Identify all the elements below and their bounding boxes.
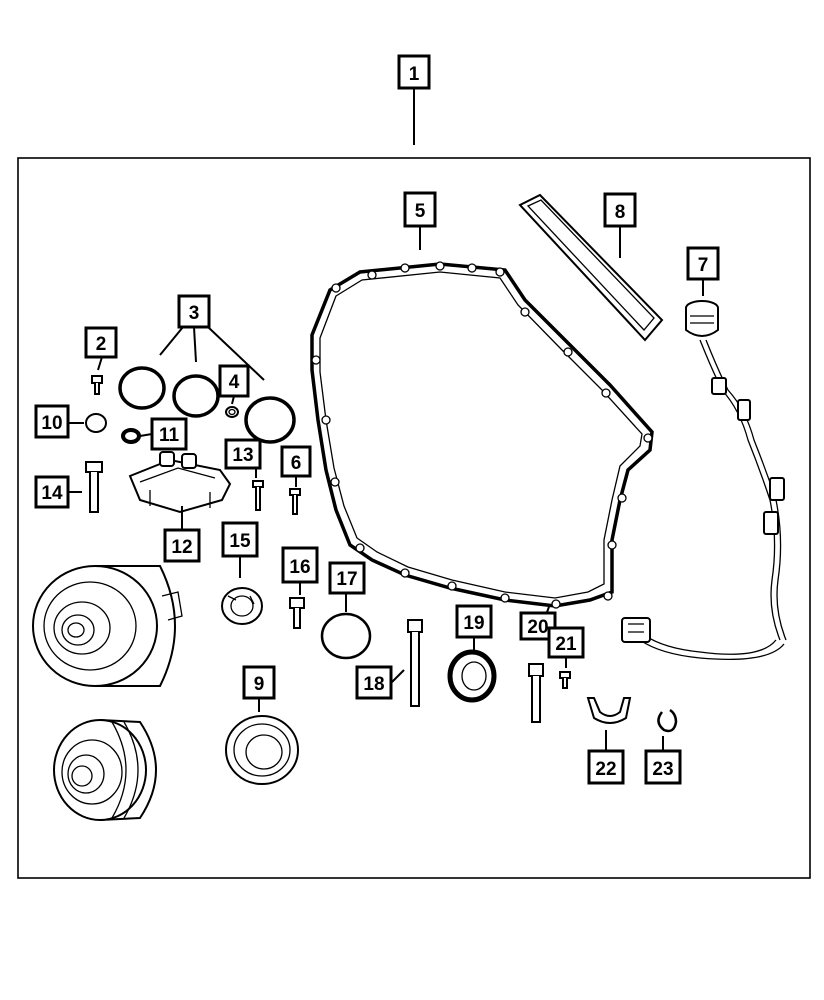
callout-21: 21 — [547, 626, 585, 659]
callout-10: 10 — [34, 404, 70, 439]
callout-9: 9 — [242, 665, 276, 700]
callout-7: 7 — [686, 246, 720, 281]
part-6-screw — [289, 488, 301, 515]
callout-23: 23 — [644, 749, 682, 785]
svg-text:9: 9 — [254, 674, 265, 695]
leader-lines — [68, 88, 704, 751]
part-3-o-rings — [118, 366, 296, 444]
svg-text:23: 23 — [652, 759, 673, 780]
part-21-screw — [559, 671, 571, 689]
svg-text:22: 22 — [595, 759, 616, 780]
callout-18: 18 — [355, 665, 393, 700]
svg-text:10: 10 — [41, 413, 62, 434]
part-7-wiring-harness — [621, 300, 787, 661]
part-9-seal — [225, 715, 299, 785]
callout-5: 5 — [403, 191, 437, 228]
callout-11: 11 — [150, 417, 188, 451]
svg-text:5: 5 — [415, 201, 426, 222]
callout-4: 4 — [218, 364, 250, 398]
svg-text:3: 3 — [189, 303, 200, 324]
svg-text:21: 21 — [555, 634, 577, 655]
part-15-seal — [221, 587, 263, 625]
callout-3: 3 — [177, 294, 211, 329]
svg-text:7: 7 — [698, 255, 709, 276]
svg-text:8: 8 — [615, 202, 626, 223]
part-13-screw — [252, 480, 264, 511]
drum-assembly-lower — [53, 719, 157, 821]
part-8-gasket — [518, 193, 664, 342]
part-19-seal — [447, 649, 497, 703]
svg-text:13: 13 — [232, 445, 253, 466]
diagram-frame — [17, 157, 811, 879]
part-4-seal — [225, 406, 239, 418]
part-16-bolt — [289, 597, 305, 629]
svg-text:11: 11 — [159, 425, 180, 446]
part-22-clip — [586, 697, 632, 724]
svg-text:2: 2 — [96, 334, 107, 355]
callout-12: 12 — [163, 528, 201, 563]
part-2-screw — [91, 375, 103, 395]
callout-8: 8 — [603, 192, 637, 228]
svg-text:14: 14 — [41, 483, 63, 504]
svg-text:19: 19 — [463, 613, 484, 634]
svg-text:12: 12 — [171, 537, 192, 558]
svg-text:20: 20 — [527, 617, 548, 638]
callout-14: 14 — [34, 475, 70, 509]
drum-assembly-upper — [32, 565, 183, 687]
callout-16: 16 — [281, 546, 319, 584]
part-5-cover-gasket — [310, 261, 654, 609]
part-11-seal — [121, 428, 141, 444]
part-20-bolt — [528, 663, 544, 723]
part-17-o-ring — [320, 612, 372, 660]
svg-text:18: 18 — [363, 674, 384, 695]
callout-15: 15 — [221, 521, 259, 558]
svg-text:1: 1 — [409, 64, 420, 85]
callout-19: 19 — [455, 604, 493, 639]
svg-text:17: 17 — [336, 569, 357, 590]
part-18-bolt — [407, 619, 423, 707]
svg-text:6: 6 — [291, 453, 302, 474]
part-23-snap-ring — [657, 708, 678, 733]
callout-6: 6 — [280, 445, 312, 478]
svg-text:16: 16 — [289, 557, 310, 578]
svg-text:4: 4 — [229, 372, 240, 393]
svg-text:15: 15 — [229, 531, 251, 552]
callout-2: 2 — [84, 326, 118, 359]
callout-22: 22 — [587, 749, 625, 785]
callout-13: 13 — [224, 438, 262, 470]
callout-17: 17 — [328, 561, 366, 595]
part-14-bolt — [85, 461, 103, 513]
callout-1: 1 — [397, 54, 431, 90]
part-12-housing — [128, 451, 232, 514]
part-10-plug — [85, 413, 107, 433]
